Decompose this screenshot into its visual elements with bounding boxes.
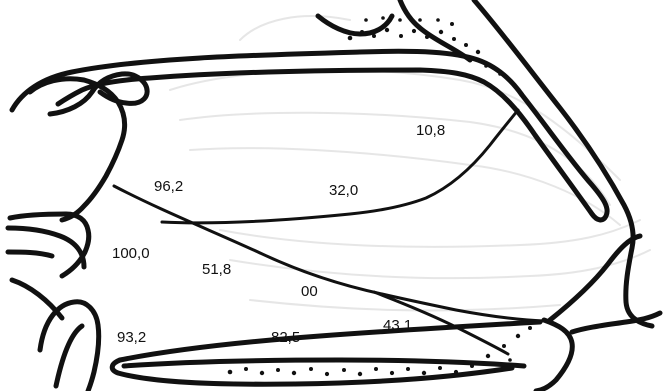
label-10-8: 10,8 (416, 123, 445, 138)
label-93-2: 93,2 (117, 330, 146, 345)
label-51-8: 51,8 (202, 262, 231, 277)
label-32-0: 32,0 (329, 183, 358, 198)
background-sketch (170, 16, 650, 310)
label-100-0: 100,0 (112, 246, 150, 261)
stipple-top (348, 16, 502, 76)
label-82-5: 82,5 (271, 330, 300, 345)
measurement-lines (114, 110, 544, 354)
label-43-1: 43,1 (383, 318, 412, 333)
label-00: 00 (301, 284, 318, 299)
label-96-2: 96,2 (154, 179, 183, 194)
